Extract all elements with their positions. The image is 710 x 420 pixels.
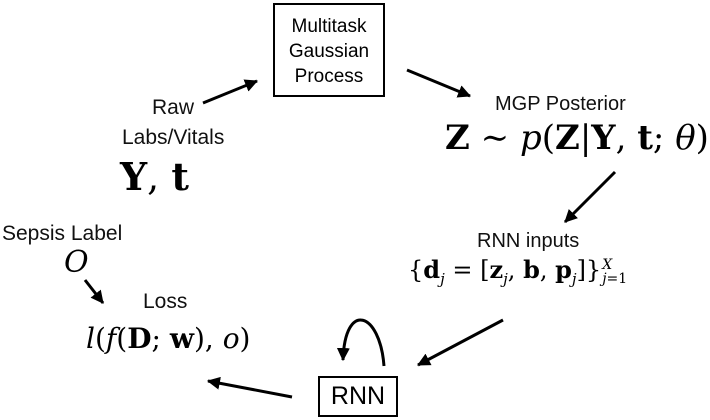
rnn-box: RNN: [318, 376, 398, 417]
arrow-posterior-to-rnn-inputs: [563, 170, 617, 224]
rnn-label: RNN: [330, 382, 386, 410]
mgp-box: Multitask Gaussian Process: [273, 3, 385, 97]
sepsis-label: Sepsis Label: [2, 222, 123, 245]
loss-label: Loss: [143, 290, 188, 313]
mgp-label-line-2: Gaussian: [288, 40, 370, 62]
labs-vitals-label: Labs/Vitals: [122, 126, 225, 149]
arrow-mgp-to-posterior: [406, 68, 472, 98]
sepsis-math: O: [64, 245, 89, 280]
posterior-math: Z ∼ p(Z|Y, t; θ): [445, 118, 709, 158]
mgp-label-line-1: Multitask: [291, 15, 367, 37]
arrow-rnn-inputs-to-rnn: [417, 318, 504, 367]
arrow-sepsis-to-loss: [83, 279, 105, 304]
raw-label: Raw: [152, 96, 195, 119]
arrow-rnn-to-loss: [206, 376, 293, 399]
mgp-label-line-3: Process: [294, 65, 364, 87]
posterior-label: MGP Posterior: [495, 93, 626, 115]
arrow-raw-to-mgp: [202, 79, 259, 105]
arrow-rnn-self-loop: [336, 318, 386, 367]
raw-math: Y, t: [120, 154, 189, 199]
loss-math: l(f(D; w), o): [86, 322, 251, 355]
rnn-inputs-label: RNN inputs: [477, 230, 580, 252]
